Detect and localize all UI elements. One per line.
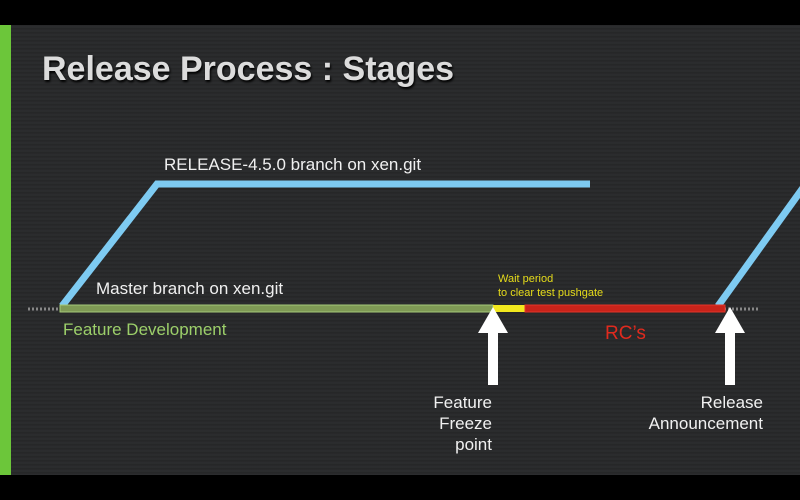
- feature-development-label: Feature Development: [63, 320, 227, 339]
- release-branch-label: RELEASE-4.5.0 branch on xen.git: [164, 155, 422, 174]
- accent-bar: [0, 25, 11, 475]
- slide-background: [0, 25, 800, 475]
- release-announcement-line: Release: [700, 393, 763, 412]
- release-announcement-line: Announcement: [648, 414, 763, 433]
- wait-period-label-1: Wait period: [498, 273, 554, 285]
- page-title: Release Process : Stages: [42, 50, 455, 88]
- feature-freeze-line: Freeze: [439, 414, 492, 433]
- feature-freeze-line: Feature: [433, 393, 492, 412]
- feature-freeze-label: Feature Freeze point: [433, 392, 492, 455]
- wait-period-label-2: to clear test pushgate: [498, 287, 604, 299]
- rc-segment: [524, 304, 726, 313]
- next-release-branch-line: [715, 185, 800, 309]
- release-branch-line: [59, 180, 590, 309]
- wait-period-segment: [493, 305, 525, 312]
- master-branch-label: Master branch on xen.git: [96, 279, 284, 298]
- feature-freeze-arrow-icon: [478, 307, 508, 385]
- feature-freeze-line: point: [455, 435, 492, 454]
- release-arrow-icon: [715, 307, 745, 385]
- rcs-label: RC’s: [605, 323, 646, 344]
- feature-development-segment: [59, 304, 494, 313]
- release-announcement-label: Release Announcement: [649, 392, 763, 434]
